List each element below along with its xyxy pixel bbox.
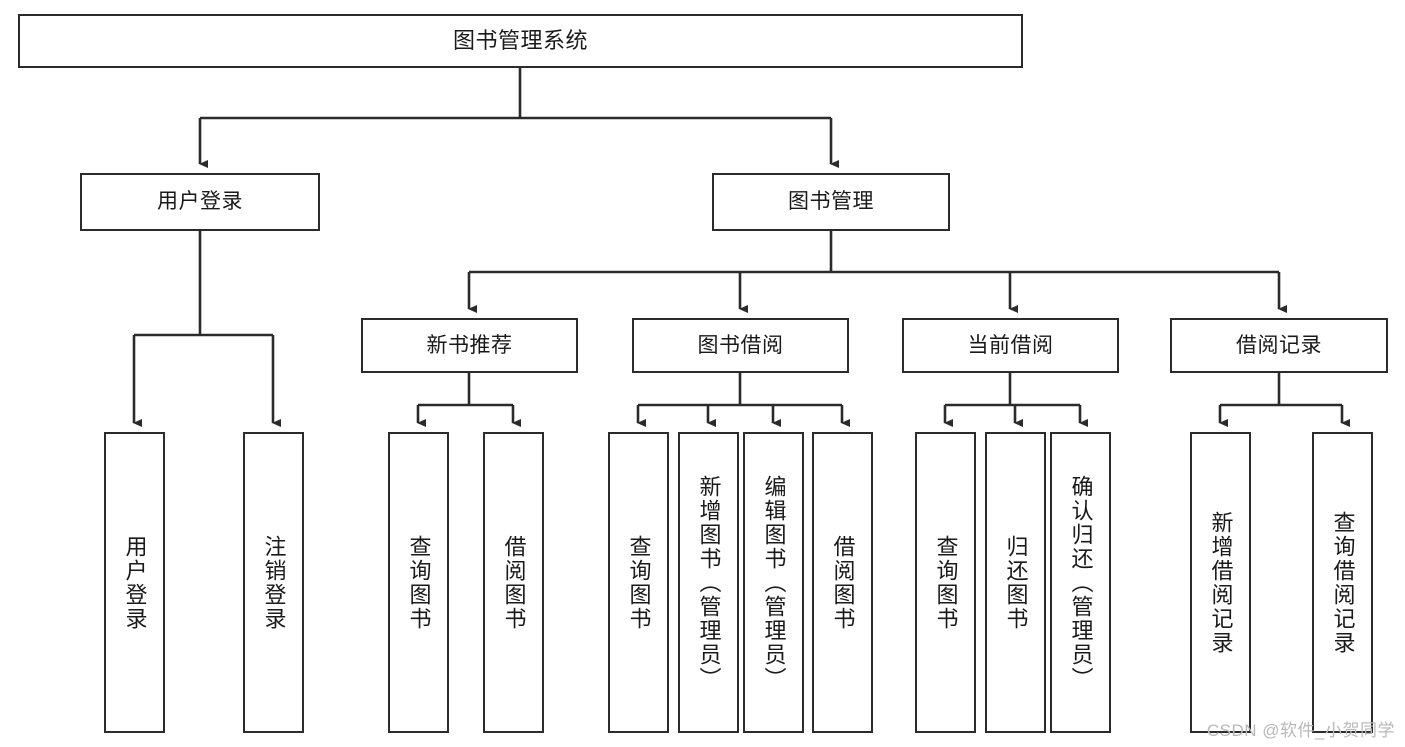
node-root-label: 图书管理系统	[452, 27, 588, 53]
node-leaf-confirm-return-label: 确认归还（管理员）	[1068, 474, 1094, 691]
node-user-login-label: 用户登录	[157, 190, 243, 214]
node-leaf-add-record-label: 新增借阅记录	[1208, 510, 1234, 655]
node-root[interactable]: 图书管理系统	[18, 14, 1023, 68]
node-leaf-borrow-book-2-label: 借阅图书	[830, 534, 856, 631]
node-leaf-query-record[interactable]: 查询借阅记录	[1312, 432, 1373, 733]
node-new-book-rec[interactable]: 新书推荐	[361, 318, 578, 373]
node-leaf-logout-label: 注销登录	[261, 534, 287, 631]
node-leaf-add-record[interactable]: 新增借阅记录	[1190, 432, 1251, 733]
node-leaf-edit-book-label: 编辑图书（管理员）	[761, 474, 787, 691]
node-leaf-user-login[interactable]: 用户登录	[104, 432, 165, 733]
node-book-borrow-label: 图书借阅	[697, 333, 784, 357]
node-leaf-query-record-label: 查询借阅记录	[1330, 510, 1356, 655]
node-leaf-borrow-book-1-label: 借阅图书	[501, 534, 527, 631]
node-leaf-query-book-2[interactable]: 查询图书	[608, 432, 669, 733]
node-book-manage-label: 图书管理	[788, 190, 874, 214]
node-leaf-edit-book[interactable]: 编辑图书（管理员）	[743, 432, 804, 733]
node-leaf-logout[interactable]: 注销登录	[243, 432, 304, 733]
node-leaf-return-book[interactable]: 归还图书	[985, 432, 1046, 733]
node-leaf-query-book-3-label: 查询图书	[933, 534, 959, 631]
node-leaf-borrow-book-1[interactable]: 借阅图书	[483, 432, 544, 733]
node-leaf-query-book-3[interactable]: 查询图书	[915, 432, 976, 733]
node-user-login[interactable]: 用户登录	[80, 173, 320, 231]
node-leaf-add-book[interactable]: 新增图书（管理员）	[678, 432, 739, 733]
node-leaf-query-book-2-label: 查询图书	[626, 534, 652, 631]
node-current-borrow[interactable]: 当前借阅	[902, 318, 1119, 373]
node-leaf-query-book-1[interactable]: 查询图书	[388, 432, 449, 733]
node-leaf-user-login-label: 用户登录	[122, 534, 148, 631]
node-borrow-record[interactable]: 借阅记录	[1170, 318, 1388, 373]
node-new-book-rec-label: 新书推荐	[426, 333, 513, 357]
node-leaf-return-book-label: 归还图书	[1003, 534, 1029, 631]
node-leaf-confirm-return[interactable]: 确认归还（管理员）	[1050, 432, 1111, 733]
node-leaf-add-book-label: 新增图书（管理员）	[696, 474, 722, 691]
node-book-manage[interactable]: 图书管理	[712, 173, 950, 231]
node-current-borrow-label: 当前借阅	[967, 333, 1054, 357]
node-leaf-query-book-1-label: 查询图书	[406, 534, 432, 631]
node-book-borrow[interactable]: 图书借阅	[632, 318, 849, 373]
node-borrow-record-label: 借阅记录	[1236, 333, 1322, 357]
node-leaf-borrow-book-2[interactable]: 借阅图书	[812, 432, 873, 733]
